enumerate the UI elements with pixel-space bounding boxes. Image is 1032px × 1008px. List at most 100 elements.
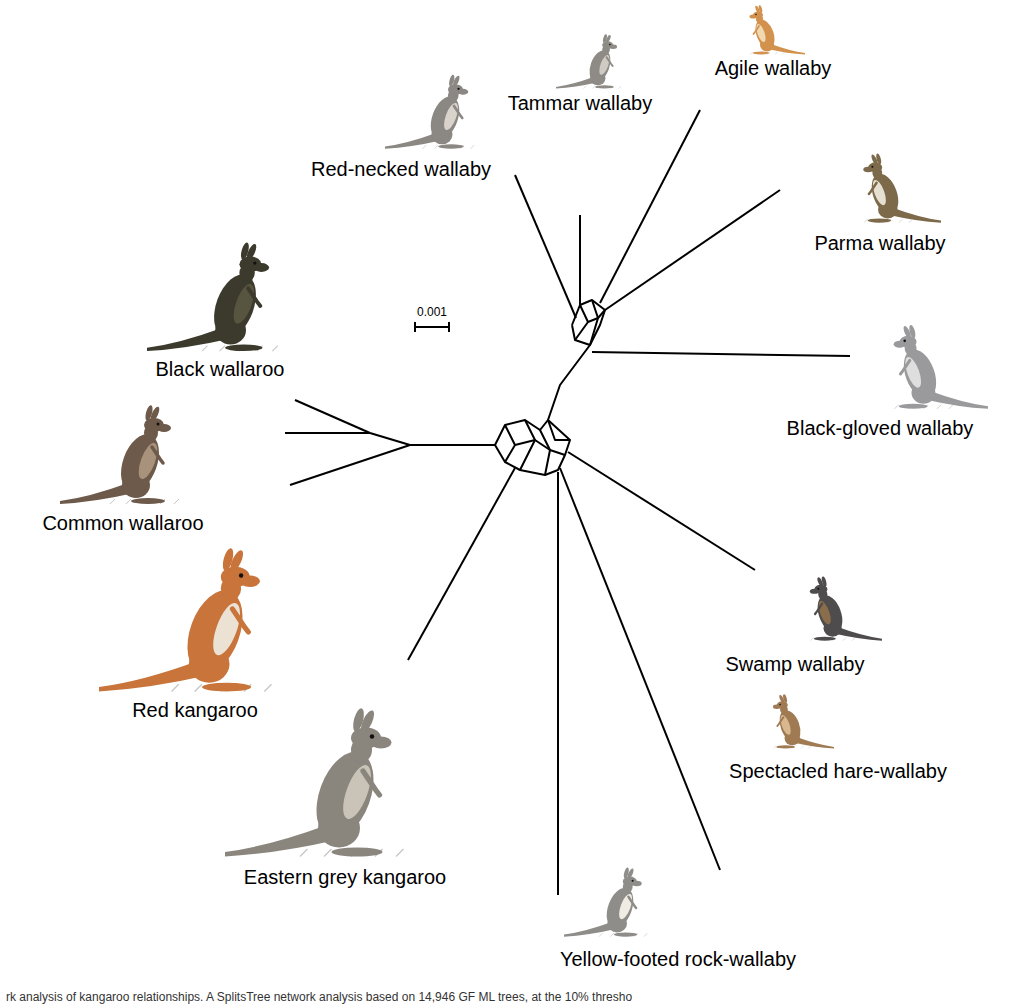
hind-foot — [332, 848, 383, 857]
snout — [371, 737, 392, 749]
body — [425, 92, 464, 143]
body — [602, 884, 639, 932]
network-branch — [548, 420, 570, 440]
scale-tick — [414, 322, 416, 332]
grass-stroke — [774, 746, 777, 749]
grass-stroke — [909, 219, 913, 223]
hind-foot — [225, 345, 262, 352]
network-branch — [568, 452, 755, 570]
snout — [254, 263, 269, 272]
macropod-figure — [750, 5, 806, 55]
network-branch — [295, 400, 370, 433]
hind-foot — [868, 219, 892, 223]
grass-stroke — [264, 684, 271, 691]
ear — [149, 405, 161, 422]
eye — [609, 44, 611, 46]
macropod-figure — [225, 707, 392, 856]
macropod-figure — [147, 242, 269, 351]
ear — [902, 325, 912, 339]
fore-arm — [152, 447, 163, 463]
body — [206, 269, 264, 344]
species-label: Tammar wallaby — [508, 92, 652, 114]
belly — [816, 600, 833, 626]
fore-arm — [900, 360, 909, 374]
ground-grass — [774, 746, 812, 749]
body — [177, 583, 253, 682]
ear — [358, 709, 376, 735]
species-label: Eastern grey kangaroo — [244, 866, 446, 888]
macropod-figure — [60, 404, 171, 504]
scale-tick — [448, 322, 450, 332]
network-branch — [605, 190, 780, 310]
macropod-figure — [556, 34, 617, 89]
network-branch — [285, 432, 370, 434]
fore-arm — [628, 897, 636, 908]
snout — [773, 705, 781, 709]
grass-stroke — [899, 219, 903, 223]
macropod-figure — [863, 153, 941, 223]
eye — [903, 340, 906, 343]
species-label: Parma wallaby — [814, 232, 945, 254]
network-branch — [370, 433, 410, 445]
grass-stroke — [610, 933, 614, 937]
grass-stroke — [592, 86, 595, 89]
body — [752, 17, 778, 51]
hind-foot — [776, 745, 795, 748]
grass-stroke — [782, 52, 785, 55]
network-branch — [557, 472, 559, 895]
fore-arm — [754, 26, 760, 34]
network-branch — [520, 420, 535, 470]
snout — [750, 15, 757, 19]
grass-stroke — [174, 499, 179, 504]
fore-arm — [869, 183, 877, 194]
belly — [208, 600, 246, 659]
grass-stroke — [843, 637, 846, 640]
network-branch — [495, 420, 570, 475]
eye — [779, 704, 781, 706]
figure-caption: rk analysis of kangaroo relationships. A… — [6, 990, 632, 1004]
belly — [778, 714, 792, 736]
species-label: Swamp wallaby — [726, 653, 865, 675]
fore-arm — [815, 604, 822, 614]
grass-stroke — [937, 405, 941, 409]
grass-stroke — [750, 52, 753, 55]
ground-grass — [599, 933, 647, 937]
snout — [810, 589, 819, 594]
species-label: Yellow-footed rock-wallaby — [560, 948, 796, 970]
hind-foot — [753, 52, 770, 55]
belly — [337, 762, 376, 823]
macropod-figure — [564, 867, 642, 937]
species-label: Spectacled hare-wallaby — [729, 760, 947, 782]
body — [586, 47, 615, 84]
ear — [228, 549, 246, 574]
hind-foot — [899, 404, 928, 409]
snout — [458, 89, 469, 95]
grass-stroke — [864, 219, 868, 223]
network-branch — [410, 444, 495, 446]
network-branch — [548, 345, 590, 420]
hind-foot — [438, 144, 464, 149]
grass-stroke — [396, 849, 404, 857]
eye — [755, 14, 757, 16]
snout — [894, 341, 906, 348]
ear — [870, 154, 879, 166]
ear — [605, 34, 612, 43]
ground-grass — [864, 219, 912, 223]
species-label: Agile wallaby — [715, 57, 832, 79]
ground-grass — [423, 145, 475, 149]
snout — [632, 881, 642, 887]
network-branch — [588, 310, 605, 322]
hind-foot — [614, 933, 638, 937]
network-branch — [575, 305, 588, 340]
snout — [157, 424, 171, 432]
belly — [616, 892, 634, 920]
scale-line — [414, 326, 450, 328]
grass-stroke — [775, 52, 778, 55]
macropod-figure — [99, 547, 260, 691]
network-branch — [600, 110, 700, 303]
fore-arm — [607, 57, 613, 66]
species-label: Black-gloved wallaby — [787, 417, 974, 439]
grass-stroke — [811, 637, 814, 640]
